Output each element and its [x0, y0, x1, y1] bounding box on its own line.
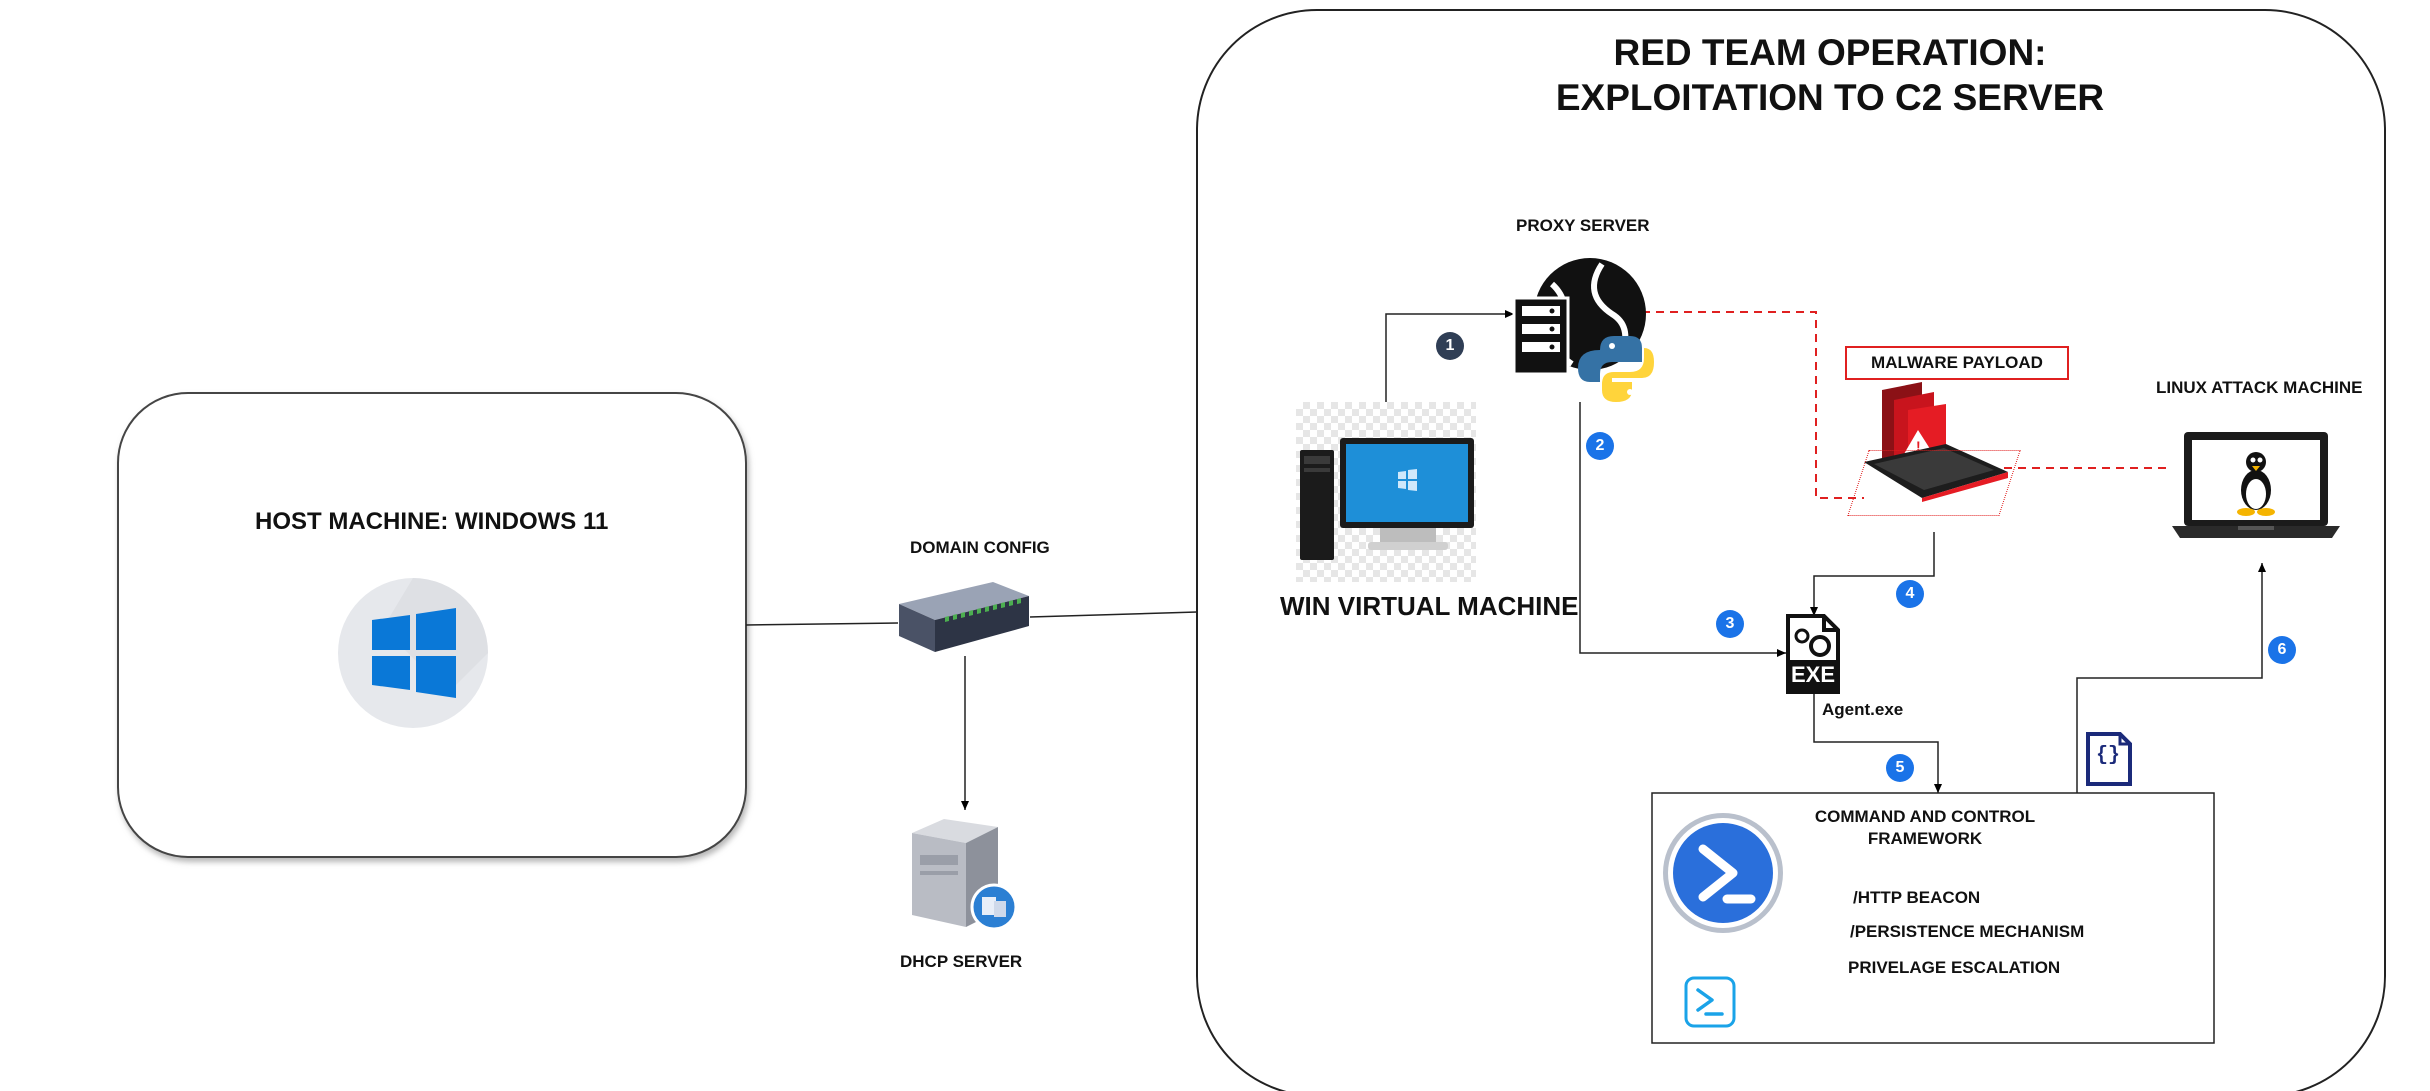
agent-exe-label: Agent.exe — [1822, 700, 1904, 719]
proxy-server-icon — [1512, 254, 1657, 404]
svg-text:!: ! — [1916, 438, 1921, 454]
dhcp-server-icon — [908, 815, 1018, 935]
malware-to-agent-arrow — [1810, 532, 1935, 616]
step-number: 2 — [1595, 437, 1605, 454]
step-badge-1: 1 — [1436, 332, 1464, 360]
step-badge-6: 6 — [2268, 636, 2296, 664]
powershell-small-icon — [1684, 976, 1736, 1028]
c2-item-persistence: /PERSISTENCE MECHANISM — [1850, 922, 2085, 941]
title-line-2: EXPLOITATION TO C2 SERVER — [1555, 77, 2105, 118]
host-machine-label: HOST MACHINE: WINDOWS 11 — [255, 508, 609, 535]
malware-laptop-icon: ! — [1862, 382, 2012, 502]
agent-exe-icon — [1784, 614, 1842, 694]
c2-title-line-2: FRAMEWORK — [1867, 829, 1983, 848]
step-badge-4: 4 — [1896, 580, 1924, 608]
dhcp-server-label: DHCP SERVER — [900, 952, 1023, 971]
step-number: 6 — [2277, 641, 2287, 658]
agent-to-c2-arrow — [1813, 694, 1942, 793]
json-file-icon — [2084, 732, 2134, 786]
malware-payload-label-box: MALWARE PAYLOAD — [1845, 346, 2069, 380]
step-badge-2: 2 — [1586, 432, 1614, 460]
host-to-switch-line — [745, 622, 899, 626]
c2-to-linux-arrow — [2076, 563, 2266, 793]
domain-config-label: DOMAIN CONFIG — [910, 538, 1050, 557]
step-number: 5 — [1895, 759, 1905, 776]
c2-title: COMMAND AND CONTROL FRAMEWORK — [1805, 806, 2045, 850]
step-number: 1 — [1445, 337, 1455, 354]
title-line-1: RED TEAM OPERATION: — [1613, 32, 2047, 73]
win-vm-label: WIN VIRTUAL MACHINE — [1280, 591, 1579, 621]
network-switch-icon — [893, 578, 1033, 658]
linux-laptop-icon — [2168, 428, 2344, 544]
json-file-icon-text: {} — [2095, 744, 2120, 767]
windows-logo-icon — [338, 578, 488, 728]
switch-to-frame-line — [1029, 611, 1198, 618]
c2-item-http-beacon: /HTTP BEACON — [1853, 888, 1981, 907]
c2-item-privilege-escalation: PRIVELAGE ESCALATION — [1848, 958, 2061, 977]
proxy-server-label: PROXY SERVER — [1516, 216, 1650, 235]
proxy-to-agent-arrow — [1579, 402, 1786, 657]
c2-title-line-1: COMMAND AND CONTROL — [1814, 807, 2036, 826]
c2-logo-icon — [1661, 811, 1785, 935]
agent-exe-icon-text: EXE — [1790, 662, 1836, 687]
step-badge-3: 3 — [1716, 610, 1744, 638]
step-number: 4 — [1905, 585, 1915, 602]
step-number: 3 — [1725, 615, 1735, 632]
linux-machine-label: LINUX ATTACK MACHINE — [2156, 378, 2363, 397]
win-vm-icon — [1296, 402, 1476, 582]
diagram-title: RED TEAM OPERATION: EXPLOITATION TO C2 S… — [1480, 30, 2180, 120]
step-badge-5: 5 — [1886, 754, 1914, 782]
malware-payload-label: MALWARE PAYLOAD — [1871, 353, 2043, 372]
vm-to-proxy-arrow — [1385, 310, 1514, 402]
proxy-malware-dashed — [1642, 311, 1864, 499]
